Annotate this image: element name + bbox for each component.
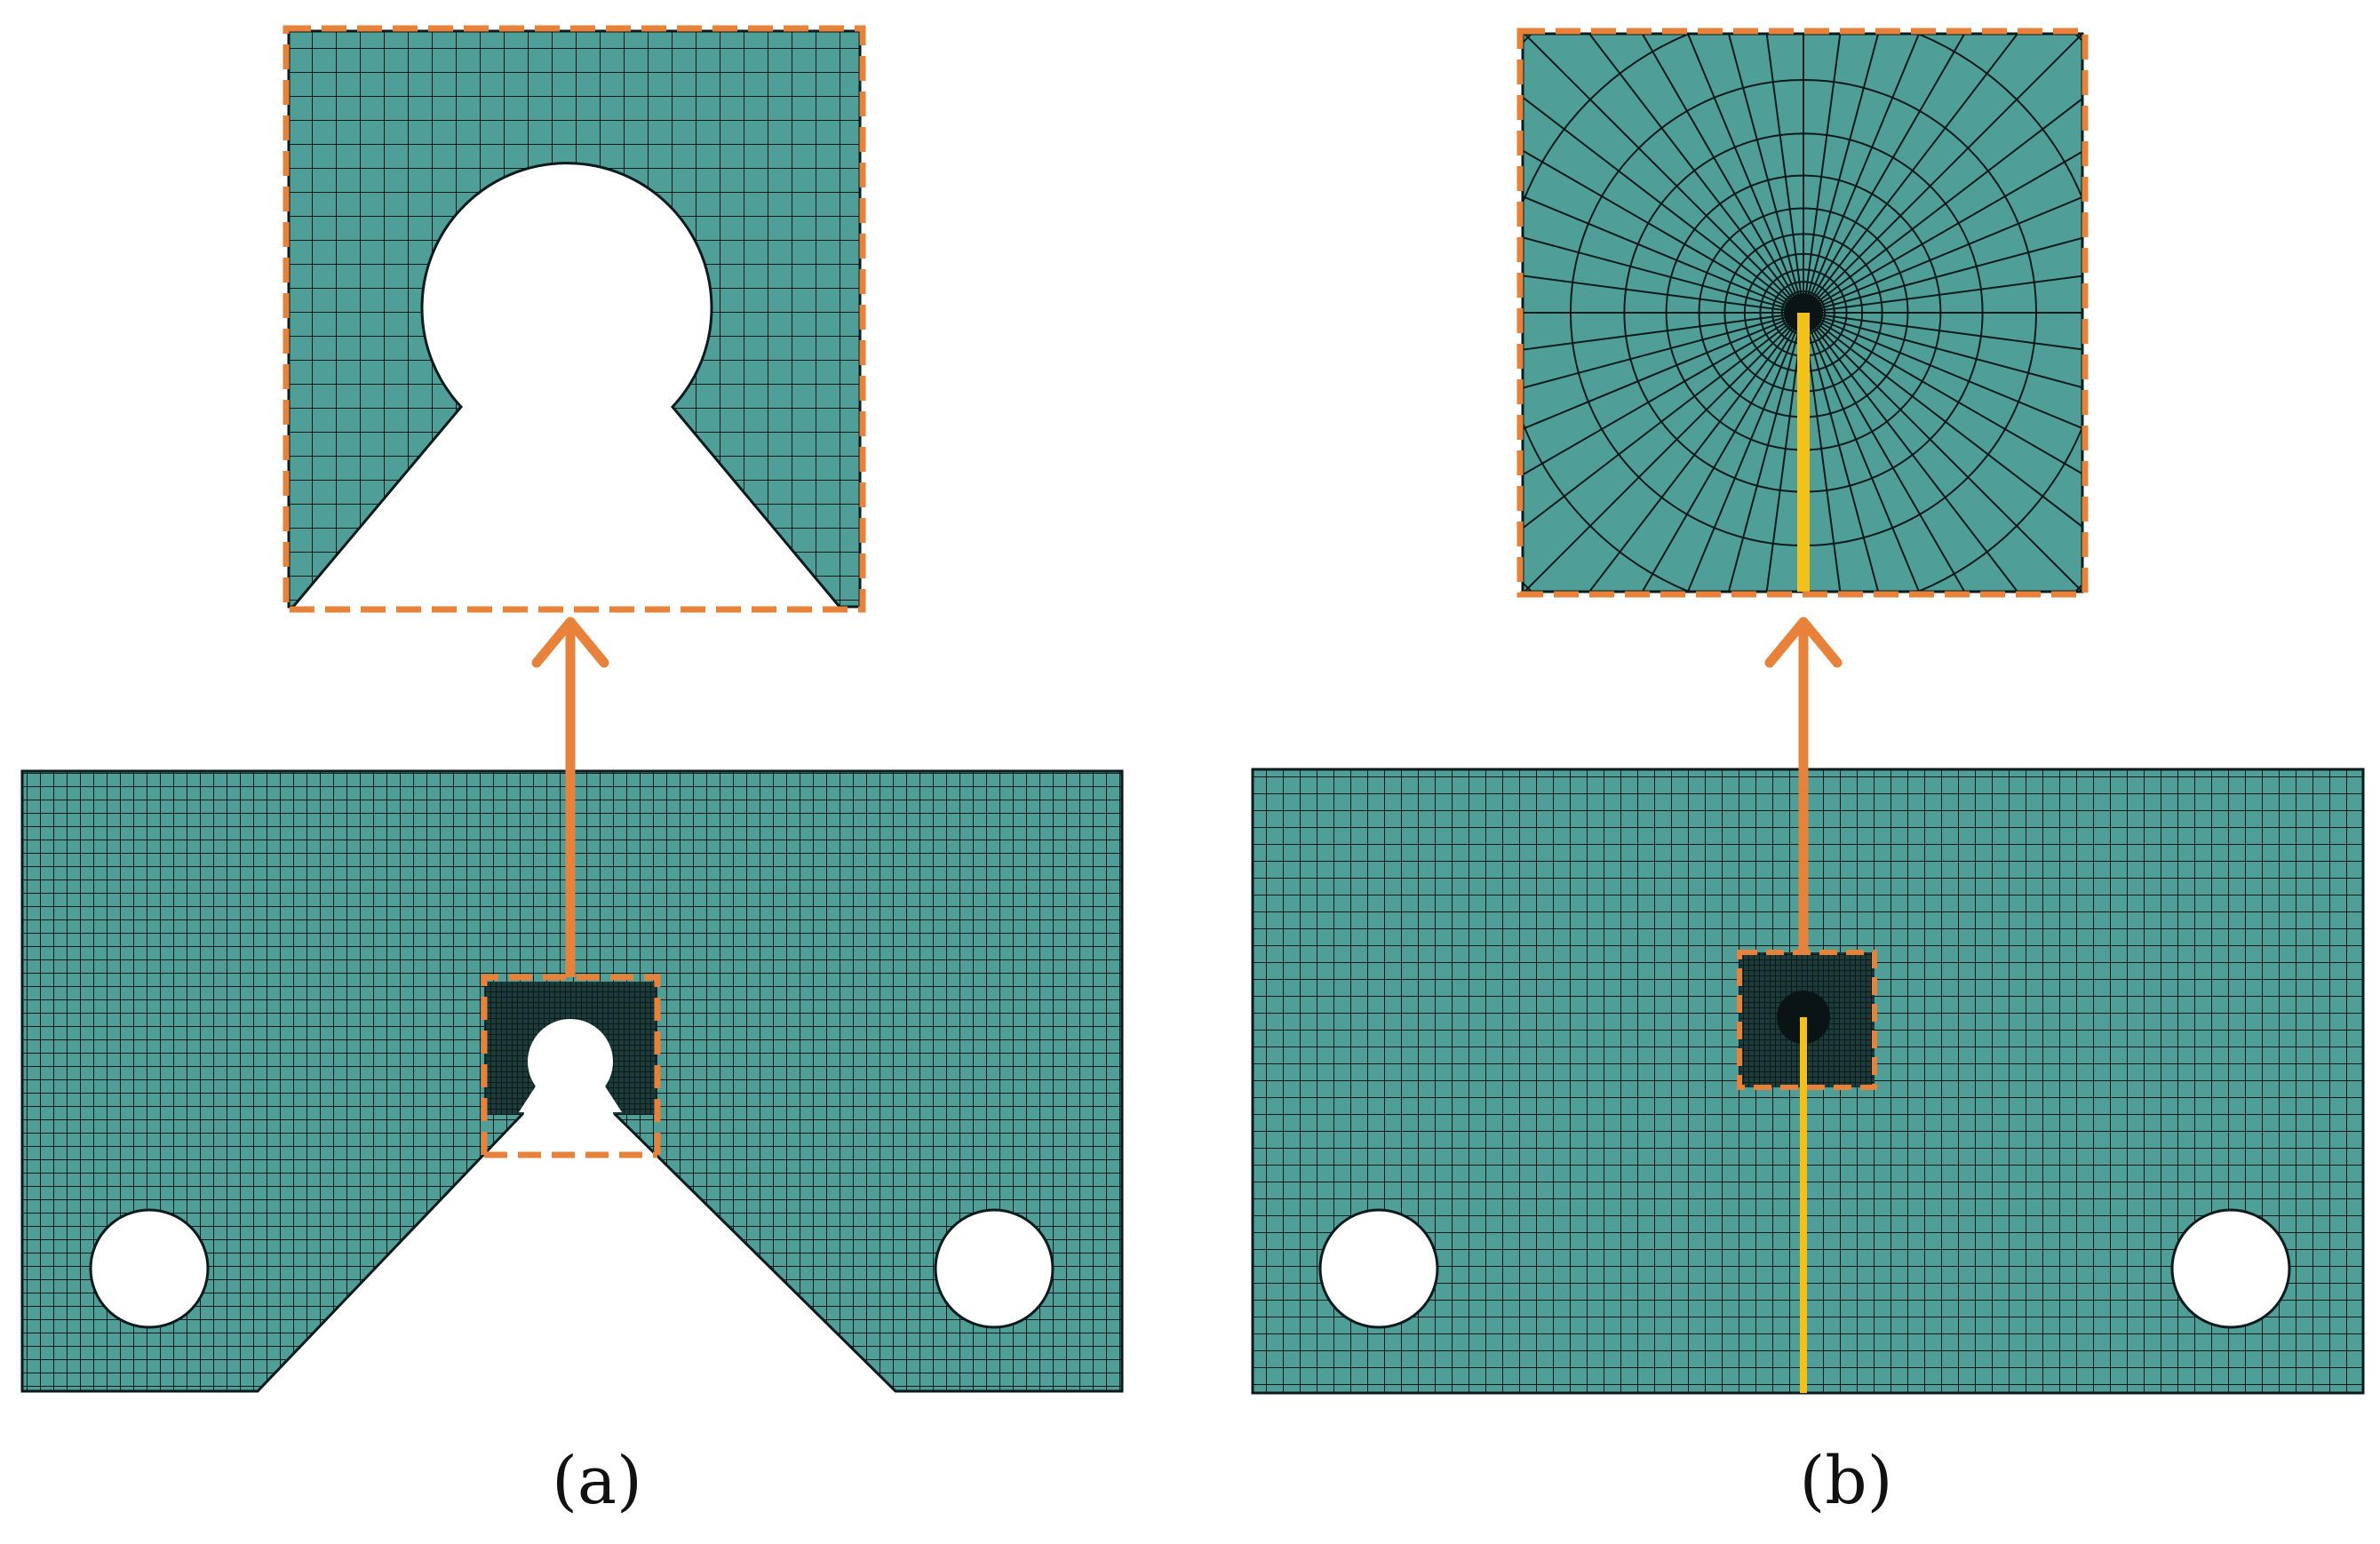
keyhole-slot-a — [519, 1082, 622, 1112]
mesh-spoke — [1523, 34, 1804, 314]
mesh-spoke — [1523, 312, 1804, 592]
mesh-spoke — [1803, 34, 1966, 314]
mesh-spoke — [1803, 150, 2082, 314]
mesh-spoke — [1803, 312, 2082, 475]
mesh-spoke — [1803, 34, 1921, 314]
mesh-spoke — [1803, 312, 2082, 430]
mesh-spoke — [1588, 34, 1804, 314]
mesh-spoke — [1727, 34, 1804, 314]
notch-opening-a — [515, 1112, 622, 1157]
mesh-spoke — [1803, 312, 2082, 351]
mesh-spoke — [1803, 34, 2019, 314]
mesh-spoke — [1803, 312, 1921, 592]
mesh-spoke — [1803, 312, 1880, 592]
mesh-spoke — [1523, 312, 1804, 351]
mesh-spoke — [1523, 236, 1804, 314]
pin-hole-right-a — [934, 1208, 1055, 1329]
zoom-inset-b — [1516, 28, 2089, 598]
mesh-spoke — [1523, 312, 1804, 476]
pin-hole-left-a — [89, 1208, 210, 1329]
mesh-spoke — [1523, 149, 1804, 314]
mesh-spoke — [1686, 312, 1804, 592]
mesh-spoke — [1765, 312, 1804, 592]
mesh-spoke — [1803, 312, 2082, 592]
mesh-spoke — [1803, 312, 2082, 389]
zoom-inset-a-frame — [283, 25, 866, 613]
mesh-spoke — [1765, 34, 1804, 314]
mesh-spoke — [1803, 236, 2082, 314]
mesh-spoke — [1803, 97, 2082, 314]
panel-b — [1251, 28, 2365, 1395]
zoom-arrow-head-b — [1764, 617, 1843, 668]
mesh-spoke — [1803, 312, 2019, 592]
mesh-spoke — [1523, 312, 1804, 529]
mesh-spoke — [1803, 34, 1842, 314]
caption-b: (b) — [1799, 1443, 1892, 1519]
mesh-spoke — [1523, 275, 1804, 314]
zoom-inset-a — [283, 25, 866, 613]
mesh-spoke — [1686, 34, 1804, 314]
mesh-spoke — [1803, 34, 2082, 314]
mesh-spoke — [1641, 312, 1804, 592]
panel-a — [20, 25, 1124, 1393]
mesh-spoke — [1803, 34, 1880, 314]
mesh-spoke — [1803, 195, 2082, 314]
mesh-spoke — [1523, 312, 1804, 389]
mesh-spoke — [1727, 312, 1804, 592]
zoom-arrow-head-a — [531, 617, 609, 668]
mesh-spoke — [1588, 312, 1804, 592]
mesh-spoke — [1523, 195, 1804, 314]
mesh-spoke — [1803, 312, 2082, 529]
mesh-spoke — [1523, 312, 1804, 430]
mesh-spoke — [1803, 312, 1966, 592]
zoom-box-a — [481, 974, 661, 1155]
zoom-inset-b-frame — [1516, 28, 2089, 598]
pin-hole-left-b — [1318, 1208, 1439, 1329]
mesh-spoke — [1641, 34, 1804, 314]
mesh-spoke — [1523, 96, 1804, 314]
mesh-spoke — [1803, 312, 1842, 592]
mesh-spoke — [1803, 275, 2082, 314]
pin-hole-right-b — [2170, 1208, 2291, 1329]
caption-a: (a) — [552, 1443, 642, 1519]
